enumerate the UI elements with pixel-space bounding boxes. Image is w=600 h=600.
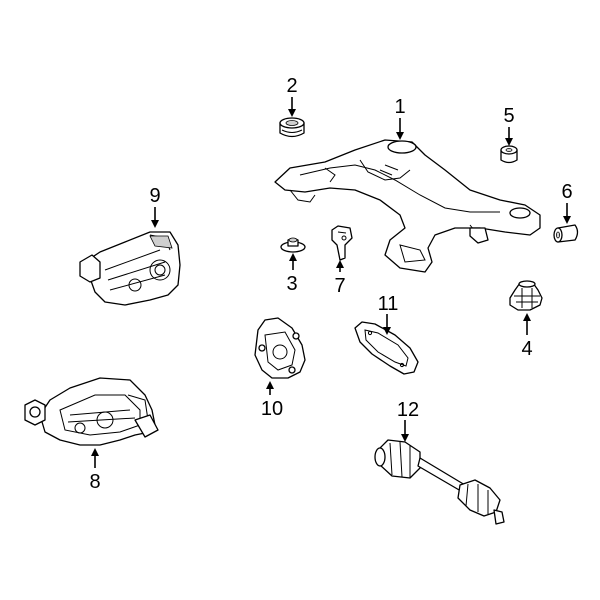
part-differential-9[interactable] [79,231,181,306]
callout-9: 9 [149,185,160,207]
part-bushing-5[interactable] [500,145,518,164]
callout-11: 11 [378,293,399,315]
part-bracket-7[interactable] [331,225,353,261]
callout-3: 3 [286,273,297,295]
callout-labels: 1 2 3 4 5 6 7 8 9 10 11 12 [89,75,572,493]
callout-2: 2 [286,75,297,97]
callout-8: 8 [89,471,100,493]
callout-arrows [91,97,571,468]
callout-12: 12 [397,399,419,421]
part-gasket-11[interactable] [354,321,419,375]
callout-5: 5 [503,105,514,127]
callout-10: 10 [261,398,283,420]
part-differential-8[interactable] [24,377,159,446]
callout-4: 4 [521,338,532,360]
part-bushing-6[interactable] [553,224,579,243]
part-cover-10[interactable] [254,317,306,379]
callout-6: 6 [561,181,572,203]
part-mount-4[interactable] [509,280,543,311]
part-washer-3[interactable] [280,237,306,253]
callout-7: 7 [334,275,345,297]
part-crossmember[interactable] [274,139,541,273]
part-axle-12[interactable] [374,439,505,525]
callout-1: 1 [394,96,405,118]
part-bushing-2[interactable] [279,117,305,138]
